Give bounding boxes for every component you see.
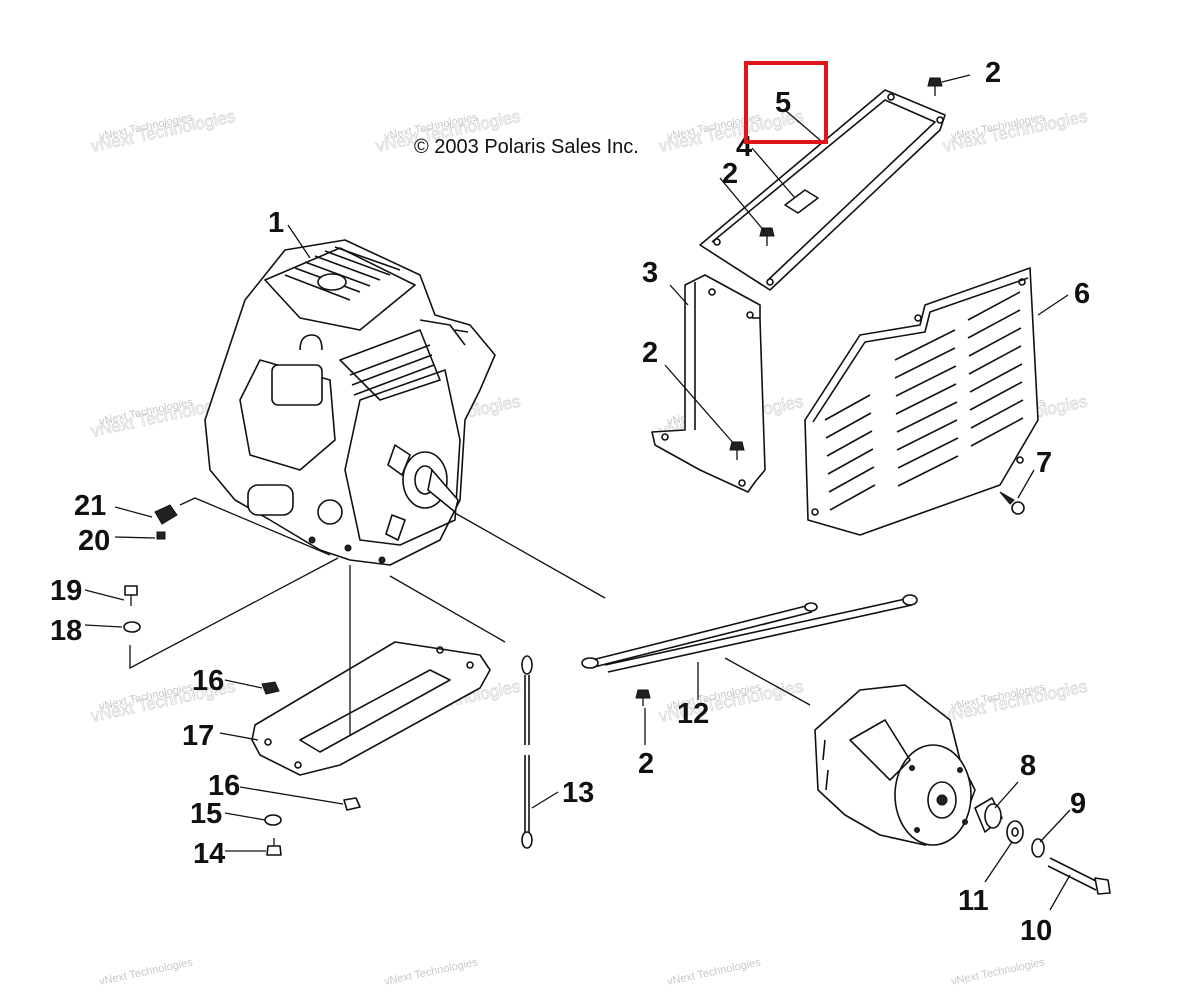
screw-top[interactable]	[927, 77, 943, 87]
watermarks: vNext Technologies vNext Technologies vNe…	[89, 106, 1090, 988]
callout-10[interactable]: 10	[1020, 915, 1052, 947]
washer[interactable]	[1006, 820, 1024, 844]
watermark: vNext Technologies	[383, 956, 479, 988]
engine-mount-plate[interactable]	[251, 641, 491, 776]
bolt-19[interactable]	[124, 585, 138, 596]
callout-numbers: 1 2 2 2 2 3 4 5 6 7 8 9 10 11 12 13 14 1…	[50, 57, 1090, 947]
callout-4[interactable]: 4	[736, 131, 752, 163]
link-rod[interactable]	[521, 655, 533, 849]
spacer[interactable]	[974, 797, 1003, 833]
callout-16-upper[interactable]: 16	[192, 665, 224, 697]
tie-rods[interactable]	[581, 594, 918, 673]
grille-slots	[824, 291, 1024, 511]
callout-14[interactable]: 14	[193, 838, 225, 870]
callout-18[interactable]: 18	[50, 615, 82, 647]
callout-11[interactable]: 11	[958, 885, 989, 917]
callout-19[interactable]: 19	[50, 575, 82, 607]
top-shroud-plate[interactable]	[699, 89, 946, 291]
nut-16-lower[interactable]	[343, 797, 361, 811]
washer-18[interactable]	[123, 621, 141, 633]
watermark: vNext Technologies	[98, 956, 194, 988]
screw-bracket[interactable]	[729, 441, 745, 451]
clutch-bolt[interactable]	[1047, 857, 1111, 895]
callout-6[interactable]: 6	[1074, 278, 1090, 310]
callout-20[interactable]: 20	[78, 525, 110, 557]
callout-13[interactable]: 13	[562, 777, 594, 809]
screw-rod[interactable]	[635, 689, 651, 699]
bolt-14[interactable]	[266, 845, 282, 856]
leader-lines	[84, 74, 1071, 911]
hardware[interactable]	[123, 77, 1025, 856]
grille-screw[interactable]	[999, 491, 1015, 505]
louvered-grille-panel[interactable]	[804, 267, 1039, 536]
callout-5[interactable]: 5	[775, 87, 791, 119]
callout-15[interactable]: 15	[190, 798, 222, 830]
plug[interactable]	[156, 531, 166, 540]
callout-3[interactable]: 3	[642, 257, 658, 289]
washer-15[interactable]	[264, 814, 282, 826]
callout-8[interactable]: 8	[1020, 750, 1036, 782]
drive-clutch[interactable]	[814, 684, 976, 846]
callout-7[interactable]: 7	[1036, 447, 1052, 479]
callout-12[interactable]: 12	[677, 698, 709, 730]
callout-2-top[interactable]: 2	[985, 57, 1001, 89]
engine-assembly[interactable]	[204, 239, 496, 566]
watermark: vNext Technologies	[950, 956, 1046, 988]
side-shroud-bracket[interactable]	[651, 274, 766, 493]
callout-2-bracket[interactable]: 2	[642, 337, 658, 369]
callout-9[interactable]: 9	[1070, 788, 1086, 820]
callout-21[interactable]: 21	[74, 490, 106, 522]
watermark: vNext Technologies	[666, 956, 762, 988]
washer-hole	[1011, 827, 1019, 837]
callout-17[interactable]: 17	[182, 720, 214, 752]
callout-2-rod[interactable]: 2	[638, 748, 654, 780]
callout-1[interactable]: 1	[268, 207, 284, 239]
nut-16-upper[interactable]	[261, 681, 280, 695]
lock-washer[interactable]	[1031, 838, 1045, 858]
callout-16-lower[interactable]: 16	[208, 770, 240, 802]
callout-2-plate[interactable]: 2	[722, 158, 738, 190]
highlight-box	[744, 61, 828, 144]
elbow-fitting[interactable]	[154, 504, 178, 525]
copyright-text: © 2003 Polaris Sales Inc.	[414, 136, 639, 158]
decal[interactable]	[784, 189, 819, 214]
